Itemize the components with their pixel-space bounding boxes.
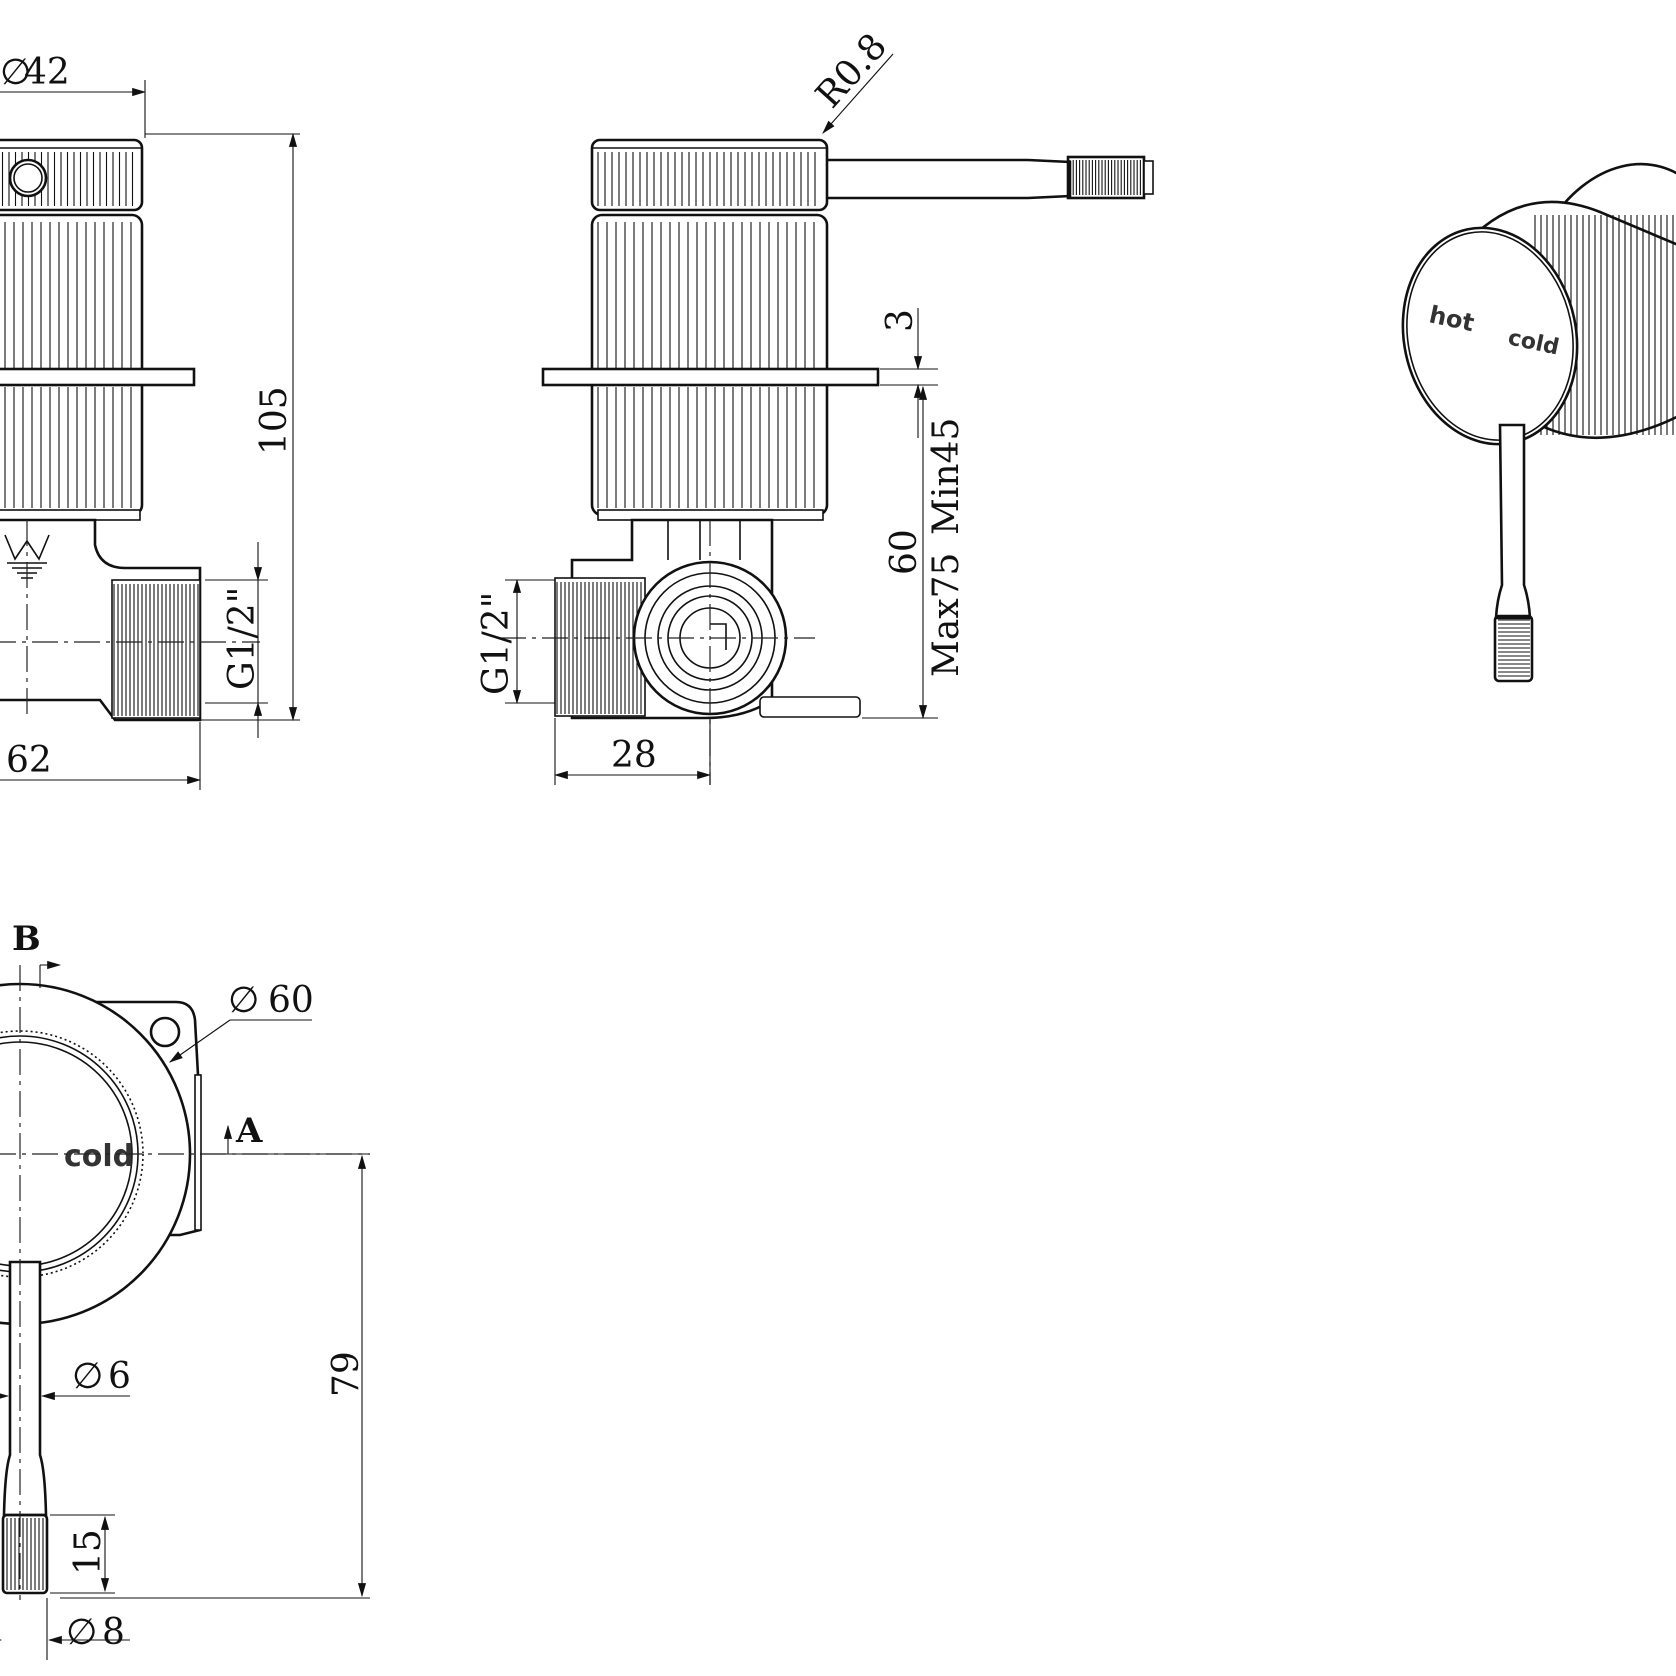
iso-lever-grip bbox=[1493, 614, 1534, 683]
dim-height-105: 105 bbox=[254, 386, 295, 455]
dim-diameter-6: 6 bbox=[108, 1356, 131, 1397]
dim-symbol-60: ∅ bbox=[228, 980, 259, 1021]
front-grip-knurling bbox=[6, 1518, 44, 1590]
mixer-body-side bbox=[590, 213, 829, 517]
dim-width-62: 62 bbox=[6, 740, 52, 781]
section-mark-b: B bbox=[12, 919, 41, 959]
dim-gap-3: 3 bbox=[880, 309, 921, 332]
thread-lines-side bbox=[556, 582, 642, 714]
cap-knurling-side bbox=[597, 152, 816, 206]
dim-thread-g1-2-side: G1/2" bbox=[476, 592, 517, 695]
handle-lever bbox=[824, 158, 1072, 200]
bracket-screw-hole bbox=[149, 1016, 181, 1048]
iso-grip-knurling bbox=[1498, 619, 1530, 677]
isometric-view: hot cold bbox=[1401, 162, 1676, 683]
lever-grip-front bbox=[1, 1513, 49, 1595]
dim-width-28: 28 bbox=[611, 735, 657, 776]
wall-flange-plate-side bbox=[541, 367, 880, 387]
front-elevation-view: ∅ 42 105 G1/2" 62 bbox=[0, 52, 300, 790]
dim-diameter-42: 42 bbox=[24, 52, 70, 93]
inlet-thread bbox=[111, 579, 201, 719]
dim-diameter-8: 8 bbox=[102, 1612, 125, 1653]
side-elevation-view: R0.8 3 60 Min45 Max75 G1/2" 28 bbox=[476, 26, 1154, 785]
dim-symbol: ∅ bbox=[0, 52, 31, 93]
dim-radius-r0-8: R0.8 bbox=[808, 26, 895, 116]
dim-diameter-60: 60 bbox=[268, 980, 314, 1021]
dim-range-max75: Max75 bbox=[926, 553, 967, 677]
dim-depth-60: 60 bbox=[884, 529, 925, 575]
dim-symbol-8: ∅ bbox=[66, 1612, 97, 1653]
thread-lines bbox=[113, 584, 199, 716]
body-knurling-side bbox=[597, 222, 815, 508]
dim-symbol-6: ∅ bbox=[72, 1356, 103, 1397]
wall-flange-plate bbox=[0, 367, 196, 387]
plan-view: cold B A ∅ 60 79 ∅ 6 15 bbox=[0, 919, 370, 1660]
knob-rim bbox=[0, 1030, 144, 1278]
iso-handle-lever bbox=[1494, 423, 1532, 620]
section-mark-a: A bbox=[235, 1111, 263, 1151]
dim-thread-g1-2-left: G1/2" bbox=[222, 587, 263, 690]
body-knurling bbox=[4, 222, 132, 508]
cap-screw-hole bbox=[8, 158, 48, 198]
dim-range-min45: Min45 bbox=[926, 418, 967, 535]
grip-knurling bbox=[1069, 160, 1141, 195]
dim-grip-15: 15 bbox=[68, 1529, 109, 1575]
handle-lever-front bbox=[2, 1260, 48, 1517]
knob-label-cold: cold bbox=[64, 1139, 134, 1174]
dim-length-79: 79 bbox=[326, 1351, 367, 1397]
mixer-body bbox=[0, 213, 144, 517]
